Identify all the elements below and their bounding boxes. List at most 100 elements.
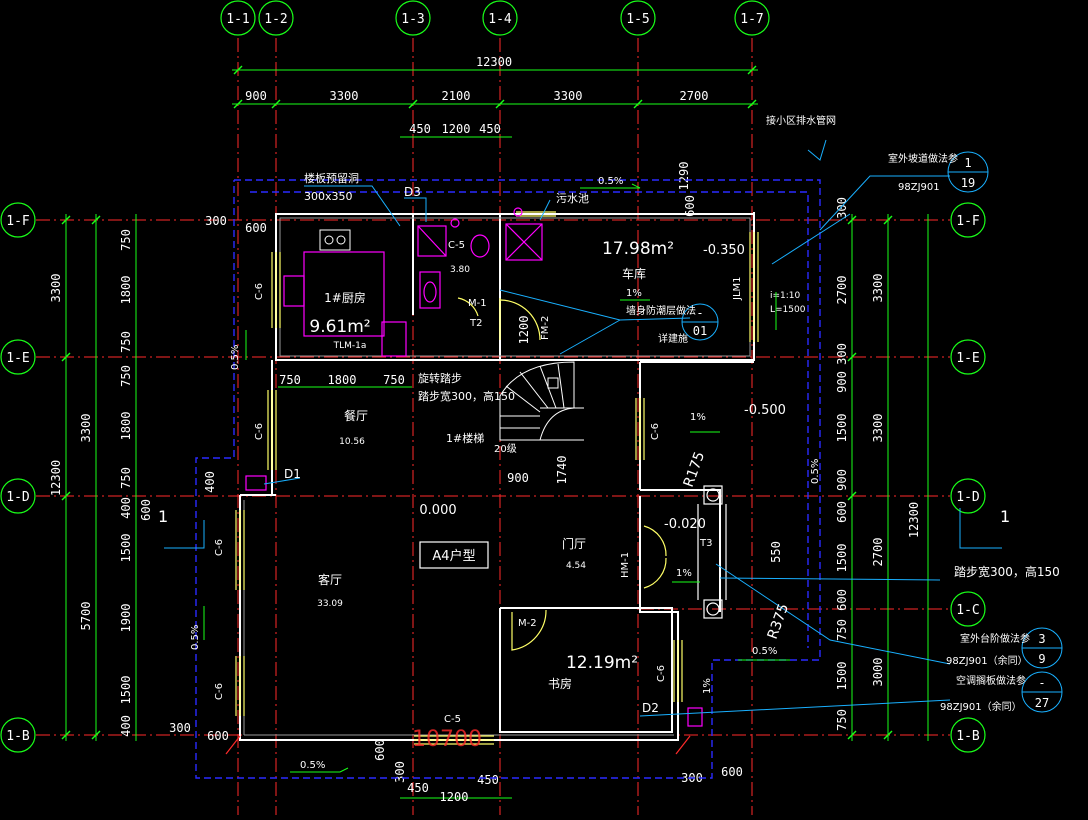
doors [457,297,667,651]
radius-r375: R375 [765,602,793,642]
unit-type-box [419,541,489,569]
ac-board-ref: 空调搁板做法参 [956,674,1026,687]
slope-mid: 1% [690,412,706,423]
axis-label-left: 1-E [6,351,29,366]
axis-label-right: 1-F [956,214,980,229]
room-name-kitchen: 1#厨房 [324,290,366,305]
drain-pipe-label: 接小区排水管网 [766,114,836,127]
axis-label-top: 1-4 [488,12,512,27]
label-m2: M-2 [518,618,537,629]
dim-text: 1800 [328,373,357,387]
dim-text: 3300 [330,89,359,103]
dim-text: 1500 [835,414,849,443]
detail-bubbles [681,151,1063,713]
room-area-foyer: 4.54 [566,561,586,571]
outdoor-slope-ref: 室外坡道做法参 [888,152,958,165]
slope-step: 0.5% [752,646,777,657]
bath-level: 3.80 [450,265,470,275]
stove [319,229,351,251]
toilet [470,234,490,258]
dimension-lines [65,69,929,799]
dim-text: 300 [835,343,849,365]
door-m2 [511,609,547,651]
eaves-outline [195,179,821,779]
sewage-pool-label: 污水池 [556,192,589,205]
leader-lines [164,139,1002,717]
kitchen-sink [283,275,305,307]
ramp-length: L=1500 [770,305,806,315]
dim-text: 600 [373,739,387,761]
slope-study: 1% [702,678,713,694]
level-foyer: -0.020 [664,517,706,532]
room-name-study: 书房 [548,676,572,691]
dim-text: 750 [119,229,133,251]
axis-label-right: 1-C [956,603,979,618]
dim-text: 400 [119,715,133,737]
label-c6: C-6 [214,539,225,556]
dim-text: 1800 [119,276,133,305]
label-m1: M-1 [468,298,487,309]
dim-text: 900 [835,469,849,491]
kitchen-tag: TLM-1a [333,341,367,351]
detail-ref-number: - [1038,676,1045,690]
dim-text: 750 [119,331,133,353]
dim-text: 3300 [554,89,583,103]
dim-text: 600 [207,729,229,743]
living-level: 0.000 [419,503,456,518]
foyer-slope: 1% [676,568,692,579]
dim-text: 2700 [680,89,709,103]
detail-ref-number: 3 [1038,632,1045,646]
axis-label-right: 1-B [956,729,980,744]
dim-text: 450 [477,773,499,787]
dim-text: 550 [769,541,783,563]
axis-bubbles [0,0,986,753]
dim-text: 12300 [49,460,63,496]
dim-text: 900 [507,471,529,485]
label-c5: C-5 [448,240,465,251]
room-area-dining: 10.56 [339,437,365,447]
basin [419,271,441,309]
dim-text: 1290 [677,162,691,191]
standard-ref: 98ZJ901 [898,182,940,193]
dim-text: 600 [139,499,153,521]
ramp-ratio: i=1:10 [770,291,801,301]
label-c6: C-6 [656,665,667,682]
door-hm1 [643,525,667,589]
ac-unit-d1 [245,475,267,491]
garage-level: -0.350 [703,243,745,258]
dim-text: 750 [279,373,301,387]
window-garage-north [516,211,556,217]
label-t3: T3 [699,538,712,549]
dim-text: 450 [407,781,429,795]
step-spec-right: 踏步宽300，高150 [954,564,1060,579]
sewage-pool [505,223,543,261]
axis-label-left: 1-F [6,214,30,229]
dim-text: 12300 [476,55,512,69]
label-fm2: FM-2 [540,316,551,340]
room-labels: 1#厨房 9.61m² TLM-1a 车库 17.98m² -0.350 餐厅 … [309,239,745,691]
label-d2: D2 [642,701,659,715]
axis-label-left: 1-B [6,729,30,744]
level-right: -0.500 [744,403,786,418]
fridge [381,321,407,357]
walls [239,212,755,741]
label-c6: C-6 [214,683,225,700]
stair [499,361,584,441]
detail-ref-sheet: 19 [961,176,975,190]
axis-label-top: 1-7 [740,12,763,27]
window-foyer-east [635,398,645,460]
axis-label-top: 1-3 [401,12,424,27]
garage-finish-label: 墙身防潮层做法 [626,304,696,317]
dim-text: 1740 [555,456,569,485]
label-c6: C-6 [650,423,661,440]
window-living-west-2 [235,656,245,716]
dim-text: 1500 [119,676,133,705]
dim-text: 1200 [442,122,471,136]
dim-text: 600 [835,501,849,523]
dim-text: 750 [119,365,133,387]
room-area-study: 12.19m² [566,653,638,673]
door-fm2 [499,299,541,341]
dim-text: 1800 [119,412,133,441]
standard-ref: 98ZJ901（余同） [946,654,1028,667]
